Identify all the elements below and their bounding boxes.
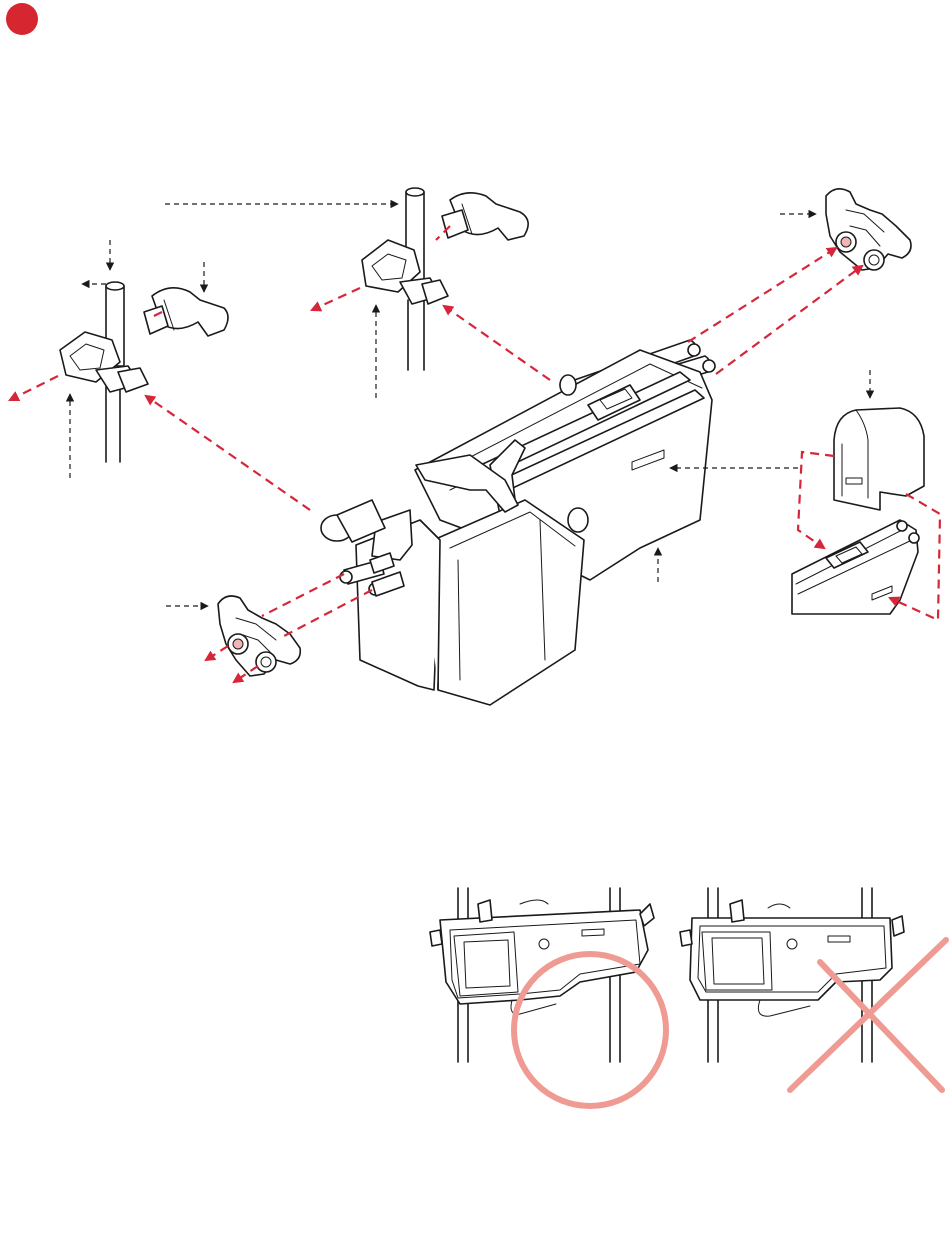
red-removal-arrow: [716, 266, 862, 374]
upper-right-bracket: [826, 189, 911, 270]
red-removal-arrow: [688, 248, 836, 342]
red-removal-arrow: [146, 396, 310, 510]
cover-detail-inset: [792, 408, 924, 614]
incorrect-orientation-view: [680, 888, 904, 1062]
main-tray-body: [321, 340, 715, 705]
lower-left-bracket: [218, 596, 300, 676]
red-removal-arrow: [10, 376, 58, 400]
red-removal-arrow: [798, 452, 834, 548]
left-clamp-assembly: [60, 282, 228, 462]
red-removal-arrow: [262, 574, 344, 616]
step-badge: [6, 3, 38, 35]
red-removal-arrow: [206, 646, 228, 660]
top-clamp-assembly: [362, 188, 528, 370]
red-removal-arrow: [312, 288, 360, 310]
red-removal-arrow: [444, 306, 550, 380]
